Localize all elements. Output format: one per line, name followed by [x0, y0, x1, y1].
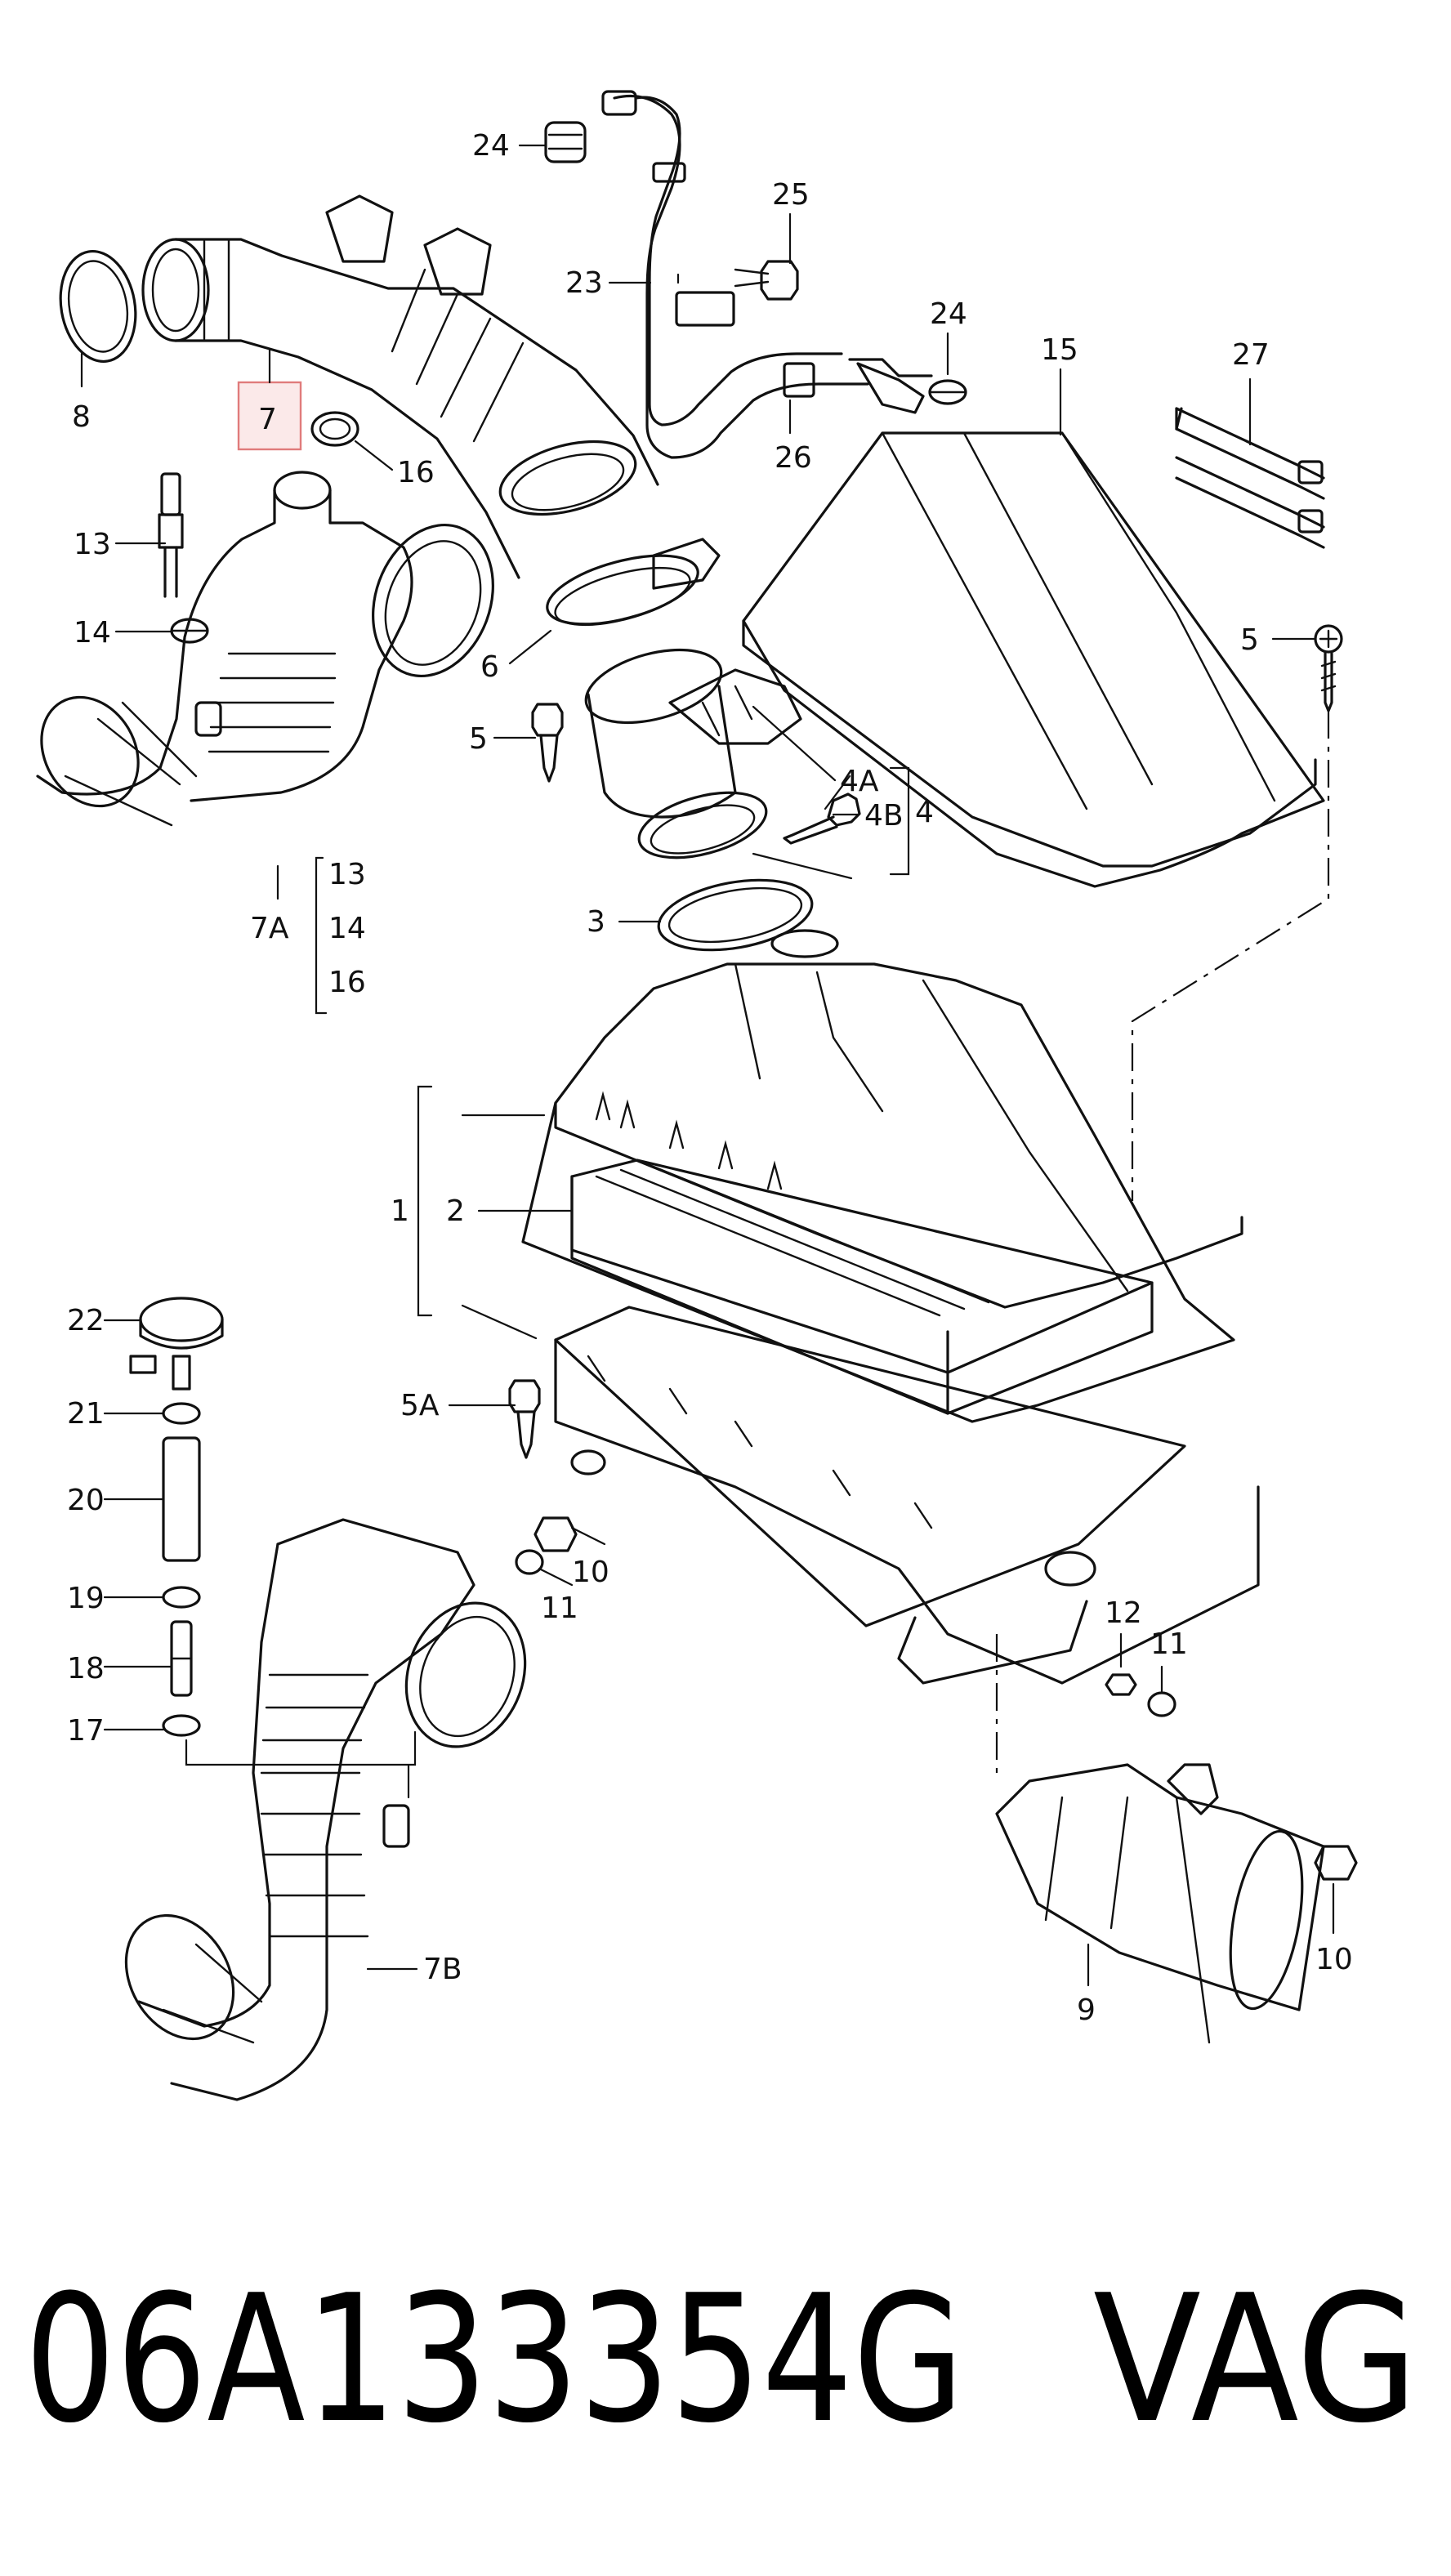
gasket-3 — [657, 878, 814, 952]
label-11-right: 11 — [1150, 1627, 1188, 1661]
label-10-right: 10 — [1315, 1943, 1353, 1976]
valve-22 — [129, 1297, 224, 1391]
nut-11-left — [515, 1549, 544, 1575]
label-2: 2 — [446, 1194, 465, 1228]
label-24-right: 24 — [930, 297, 967, 331]
label-5A: 5A — [400, 1389, 440, 1422]
label-4: 4 — [915, 796, 934, 829]
label-16-bottom: 16 — [328, 966, 366, 999]
label-4B: 4B — [864, 799, 904, 833]
hose-20 — [162, 1436, 201, 1562]
bolt-25 — [734, 260, 799, 301]
o-ring-8 — [59, 249, 137, 364]
brand-caption: VAG — [1093, 2257, 1418, 2462]
label-14-bottom: 14 — [328, 912, 366, 945]
nut-12 — [1105, 1673, 1137, 1696]
label-1: 1 — [391, 1194, 409, 1228]
label-22: 22 — [67, 1304, 105, 1337]
connector-18 — [170, 1620, 193, 1697]
screw-5-mid — [531, 703, 564, 783]
label-16-top: 16 — [397, 456, 435, 489]
label-21: 21 — [67, 1397, 105, 1431]
part-labels: 24 25 23 24 15 27 8 7 16 26 13 14 5 6 5 … — [67, 129, 1353, 2027]
grommet-10-right — [1314, 1845, 1358, 1881]
air-filter-housing-upper — [521, 929, 1243, 1423]
alignment-lines — [995, 711, 1330, 1781]
screw-5A — [508, 1379, 541, 1459]
label-5-mid: 5 — [469, 722, 488, 756]
label-8: 8 — [72, 400, 91, 434]
seal-16 — [310, 411, 359, 447]
label-25: 25 — [772, 178, 810, 212]
label-26: 26 — [775, 441, 812, 475]
clamp-17 — [162, 1714, 201, 1737]
resonator-9 — [995, 1763, 1325, 2044]
clamp-24-top — [544, 121, 587, 163]
mass-air-flow-sensor-4 — [584, 648, 802, 859]
clamp-21 — [162, 1402, 201, 1425]
label-7A: 7A — [250, 912, 289, 945]
screw-5-right — [1314, 624, 1343, 712]
label-24-top: 24 — [472, 129, 510, 163]
nut-11-right — [1147, 1691, 1176, 1717]
part-number-caption: 06A133354G — [25, 2257, 964, 2462]
air-filter-cover-15 — [742, 431, 1325, 888]
label-5-right: 5 — [1240, 623, 1259, 657]
hose-7A — [36, 471, 494, 827]
label-12: 12 — [1105, 1596, 1142, 1630]
clamp-24-right — [928, 379, 967, 405]
label-13-top: 13 — [74, 528, 111, 561]
label-7B: 7B — [423, 1953, 462, 1986]
sensor-13 — [158, 472, 184, 598]
cable-tie-27 — [1175, 407, 1325, 549]
label-20: 20 — [67, 1484, 105, 1517]
label-17: 17 — [67, 1714, 105, 1748]
hose-7B — [124, 1518, 527, 2101]
label-19: 19 — [67, 1582, 105, 1615]
label-13-bottom: 13 — [328, 858, 366, 891]
screw-4B — [783, 792, 861, 845]
label-10-left: 10 — [572, 1556, 609, 1589]
hose-clamp-6 — [546, 538, 721, 627]
vent-hose-assembly — [601, 90, 933, 459]
clamp-19 — [162, 1586, 201, 1609]
label-15: 15 — [1041, 333, 1078, 367]
intake-tube-7 — [141, 194, 659, 579]
grommet-10-left — [534, 1516, 578, 1552]
filter-element-2 — [570, 1159, 1154, 1415]
label-9: 9 — [1077, 1993, 1096, 2027]
label-6: 6 — [480, 650, 499, 684]
label-4A: 4A — [840, 765, 879, 798]
label-14-top: 14 — [74, 616, 111, 650]
label-11-left: 11 — [541, 1592, 578, 1625]
label-7: 7 — [258, 403, 277, 436]
label-3: 3 — [587, 905, 605, 939]
label-27: 27 — [1232, 338, 1270, 372]
label-18: 18 — [67, 1652, 105, 1685]
air-filter-housing-lower — [554, 1306, 1260, 1685]
label-23: 23 — [565, 266, 603, 300]
leader-lines — [80, 144, 1335, 1987]
